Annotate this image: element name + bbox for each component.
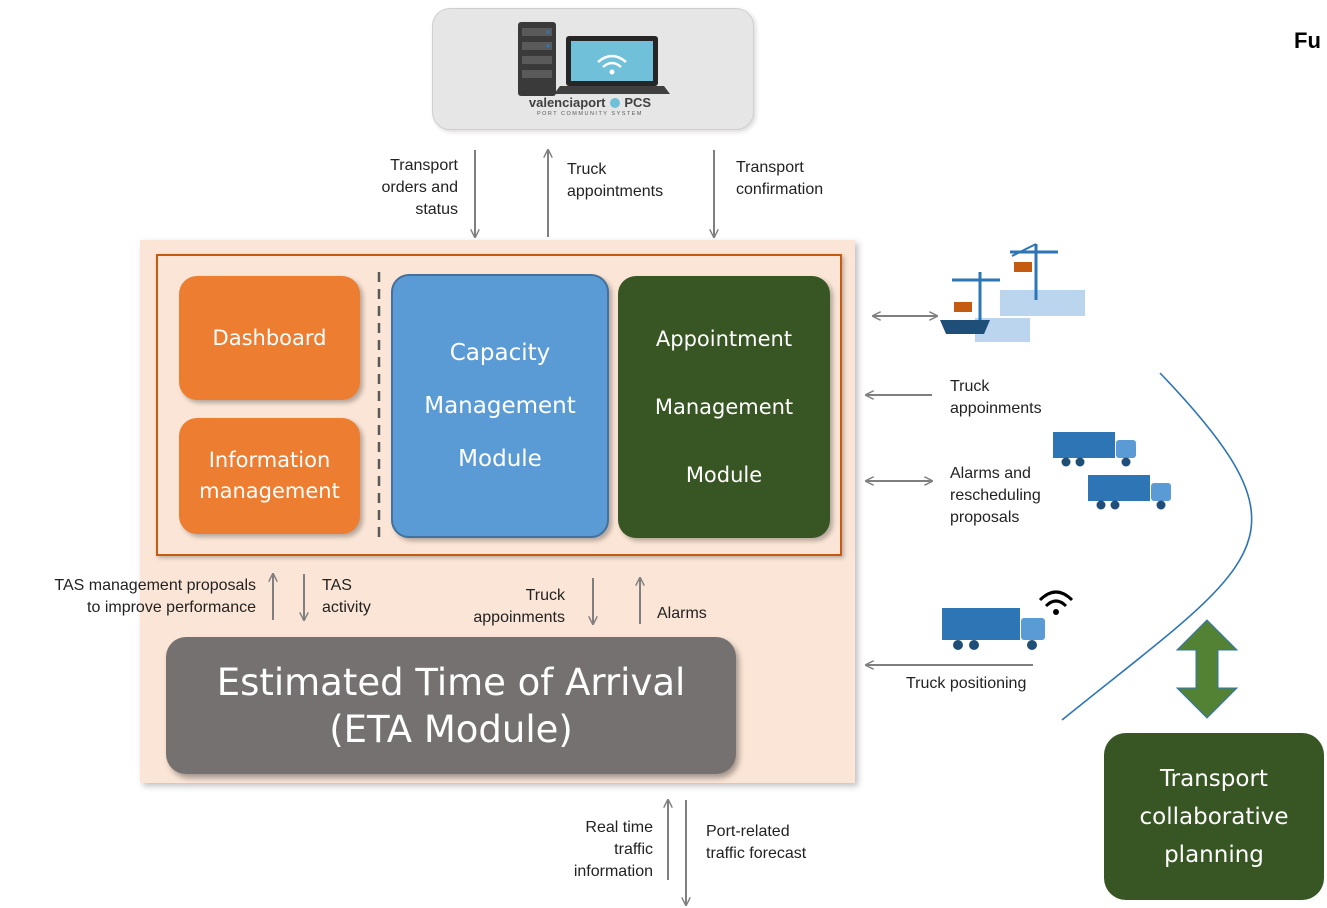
laptop-wifi-icon (554, 36, 670, 94)
pcs-logo-sub: PORT COMMUNITY SYSTEM (536, 111, 644, 117)
information-management-module: Information management (179, 418, 360, 534)
tas-modules-frame (156, 254, 842, 556)
traffic-forecast-label: Port-related traffic forecast (706, 823, 807, 862)
double-arrow-icon (1175, 619, 1239, 719)
transport-collaborative-planning: Transport collaborative planning (1104, 733, 1324, 900)
appointment-management-module: Appointment Management Module (618, 276, 830, 538)
alarms-rescheduling-label: Alarms and rescheduling proposals (950, 465, 1041, 526)
corner-title: Fu (1294, 28, 1321, 53)
truck-positioning-label: Truck positioning (906, 675, 1027, 692)
tas-proposals-label: TAS management proposals to improve perf… (54, 577, 256, 616)
pcs-logo-main: valenciaport (528, 95, 606, 110)
tas-activity-label: TAS activity (322, 577, 371, 616)
boundary-curve (1061, 372, 1253, 721)
server-icon (518, 22, 556, 96)
truck-wifi-icon (942, 590, 1074, 650)
pcs-logo: valenciaport PCS PORT COMMUNITY SYSTEM (510, 94, 670, 117)
realtime-traffic-label: Real time traffic information (573, 819, 653, 880)
eta-module: Estimated Time of Arrival (ETA Module) (166, 637, 736, 774)
alarms-label: Alarms (657, 605, 707, 622)
truck-appoinments-right-label: Truck appoinments (950, 378, 1042, 417)
capacity-management-module: Capacity Management Module (391, 274, 609, 538)
truck-appointments-top-label: Truck appointments (567, 161, 664, 200)
pcs-logo-suffix: PCS (624, 95, 652, 110)
pcs-logo-dot (609, 98, 620, 108)
transport-orders-label: Transport orders and status (381, 157, 459, 218)
transport-confirmation-label: Transport confirmation (736, 159, 824, 198)
truck-appoinments-mid-label: Truck appoinments (473, 587, 565, 626)
dashboard-module: Dashboard (179, 276, 360, 400)
port-cranes-icon (940, 243, 1085, 342)
truck-icon-1 (1053, 432, 1136, 467)
truck-icon-2 (1088, 475, 1171, 510)
